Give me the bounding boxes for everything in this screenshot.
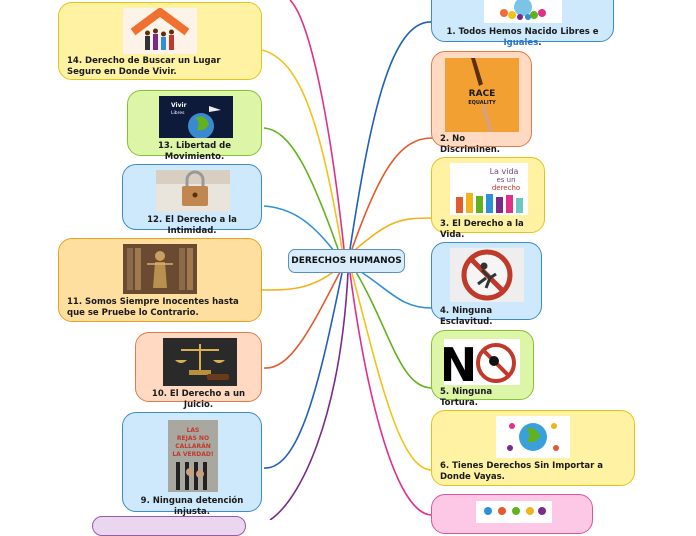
no-slavery-icon <box>450 248 524 302</box>
link-n12 <box>263 205 335 252</box>
svg-text:Vivir: Vivir <box>171 102 187 109</box>
padlock-icon <box>156 170 230 212</box>
link-n13 <box>263 127 339 250</box>
svg-text:CALLARÁN: CALLARÁN <box>175 443 211 450</box>
link-n10 <box>263 271 341 369</box>
topic-node-11[interactable]: 11. Somos Siempre Inocentes hasta que se… <box>58 238 262 322</box>
connector-lines <box>261 0 433 520</box>
link-n15 <box>289 0 345 250</box>
no-slavery-image <box>450 248 524 302</box>
svg-text:LA VERDAD!: LA VERDAD! <box>172 451 213 458</box>
topic-label: 3. El Derecho a la Vida. <box>440 219 524 240</box>
topic-node-5[interactable]: N 5. Ninguna Tortura. <box>431 330 534 408</box>
house-people-icon <box>123 8 197 54</box>
topic-node-9[interactable]: LAS REJAS NO CALLARÁN LA VERDAD! 9. Ning… <box>122 412 262 517</box>
link-n11 <box>261 269 337 291</box>
topic-node-14[interactable]: 14. Derecho de Buscar un Lugar Seguro en… <box>58 2 262 80</box>
link-n14 <box>261 49 343 250</box>
gavel-scale-icon <box>163 338 237 386</box>
svg-text:RACE: RACE <box>469 89 496 99</box>
topic-label: 6. Tienes Derechos Sin Importar a Donde … <box>440 461 604 482</box>
unjust-detention-image: LAS REJAS NO CALLARÁN LA VERDAD! <box>168 420 218 492</box>
people-circle-icon <box>484 0 562 23</box>
globe-plane-icon: Vivir Libres <box>159 96 233 138</box>
justice-statue-icon <box>123 244 197 294</box>
topic-label: 14. Derecho de Buscar un Lugar Seguro en… <box>67 56 221 77</box>
topic-label: 10. El Derecho a un Juicio. <box>151 389 246 410</box>
topic-node-12[interactable]: 12. El Derecho a la Intimidad. <box>122 164 262 236</box>
link-n9 <box>263 272 343 469</box>
link-n4 <box>357 269 433 309</box>
link-n1 <box>349 21 433 250</box>
safe-place-image <box>123 8 197 54</box>
svg-text:La vida: La vida <box>490 167 519 176</box>
link-n7 <box>349 272 433 516</box>
svg-text:es un: es un <box>496 176 515 184</box>
svg-text:Libres: Libres <box>171 110 185 116</box>
topic-label: 2. No Discriminen. <box>440 134 501 155</box>
central-topic[interactable]: DERECHOS HUMANOS <box>288 249 405 273</box>
svg-text:N: N <box>444 339 477 385</box>
topic-label: 4. Ninguna Esclavitud. <box>440 306 493 327</box>
no-torture-icon: N <box>444 339 520 385</box>
svg-text:derecho: derecho <box>492 184 520 192</box>
topic-node-10[interactable]: 10. El Derecho a un Juicio. <box>135 332 262 410</box>
hands-reaching-icon: RACE EQUALITY <box>445 58 519 132</box>
topic-label: 5. Ninguna Tortura. <box>440 387 493 408</box>
world-rights-image <box>496 416 570 458</box>
topic-node-1[interactable]: 1. Todos Hemos Nacido Libres e Iguales. <box>431 0 614 48</box>
freedom-movement-image: Vivir Libres <box>159 96 233 138</box>
topic-label: 9. Ninguna detención injusta. <box>140 496 244 517</box>
link-n3 <box>354 217 433 251</box>
topic-node-3[interactable]: La vida es un derecho 3. El Derecho a la… <box>431 157 545 240</box>
link-n2 <box>351 137 433 250</box>
trial-gavel-image <box>163 338 237 386</box>
privacy-image <box>156 170 230 212</box>
topic-node-7[interactable] <box>431 494 593 534</box>
topic-node-6[interactable]: 6. Tienes Derechos Sin Importar a Donde … <box>431 410 635 486</box>
topic-label: 13. Libertad de Movimiento. <box>157 141 232 162</box>
justice-statue-image <box>123 244 197 294</box>
globe-people-icon <box>496 416 570 458</box>
topic-node-2[interactable]: RACE EQUALITY 2. No Discriminen. <box>431 51 532 155</box>
topic-label: 12. El Derecho a la Intimidad. <box>147 215 237 236</box>
link-n8 <box>269 272 349 520</box>
diversity-people-image <box>484 0 562 23</box>
colored-hands-icon: La vida es un derecho <box>450 163 528 215</box>
topic-node-4[interactable]: 4. Ninguna Esclavitud. <box>431 242 542 327</box>
prison-bars-icon: LAS REJAS NO CALLARÁN LA VERDAD! <box>168 420 218 492</box>
topic-label: 1. Todos Hemos Nacido Libres e Iguales. <box>446 27 599 48</box>
group-people-icon <box>476 501 552 523</box>
race-equality-image: RACE EQUALITY <box>445 58 519 132</box>
svg-text:LAS: LAS <box>187 427 200 434</box>
svg-text:REJAS NO: REJAS NO <box>177 435 209 442</box>
link-n5 <box>355 271 433 389</box>
group-image <box>476 501 552 523</box>
right-to-life-image: La vida es un derecho <box>450 163 528 215</box>
topic-label: 11. Somos Siempre Inocentes hasta que se… <box>67 297 239 318</box>
topic-node-8[interactable] <box>92 516 246 536</box>
topic-node-13[interactable]: Vivir Libres 13. Libertad de Movimiento. <box>127 90 262 162</box>
link-n6 <box>351 272 433 471</box>
svg-text:EQUALITY: EQUALITY <box>468 100 496 106</box>
no-torture-image: N <box>444 339 520 385</box>
